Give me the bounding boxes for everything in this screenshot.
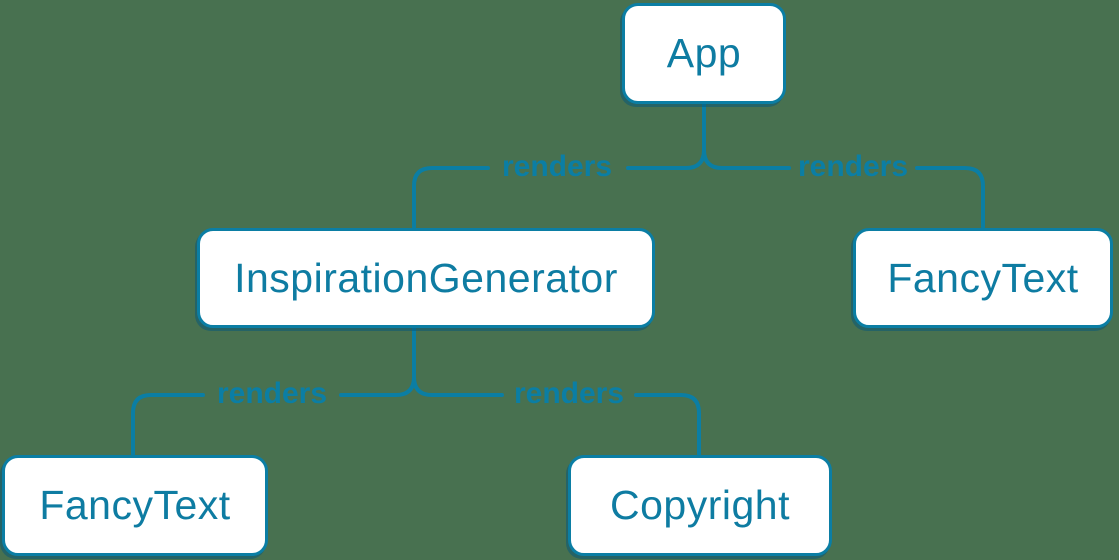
node-copyright-label: Copyright bbox=[610, 482, 790, 528]
node-fancy-text-top-right-label: FancyText bbox=[887, 254, 1079, 301]
edge-app-to-fancy-text-top-right bbox=[702, 102, 985, 229]
node-fancy-text-bottom-left: FancyText bbox=[2, 455, 268, 556]
edge-label-inspiration-copyright: renders bbox=[513, 377, 625, 410]
node-inspiration-generator-label: InspirationGenerator bbox=[234, 254, 618, 301]
node-fancy-text-top-right: FancyText bbox=[853, 228, 1113, 328]
edge-label-inspiration-fancy-text: renders bbox=[216, 377, 328, 410]
edge-inspiration-generator-to-copyright bbox=[412, 326, 701, 456]
node-app: App bbox=[622, 3, 786, 104]
node-copyright: Copyright bbox=[568, 455, 832, 556]
edge-label-app-inspiration: renders bbox=[501, 150, 613, 183]
node-fancy-text-bottom-left-label: FancyText bbox=[39, 482, 231, 528]
edge-label-app-fancy-text: renders bbox=[797, 150, 909, 183]
node-inspiration-generator: InspirationGenerator bbox=[197, 228, 655, 328]
node-app-label: App bbox=[666, 30, 742, 76]
